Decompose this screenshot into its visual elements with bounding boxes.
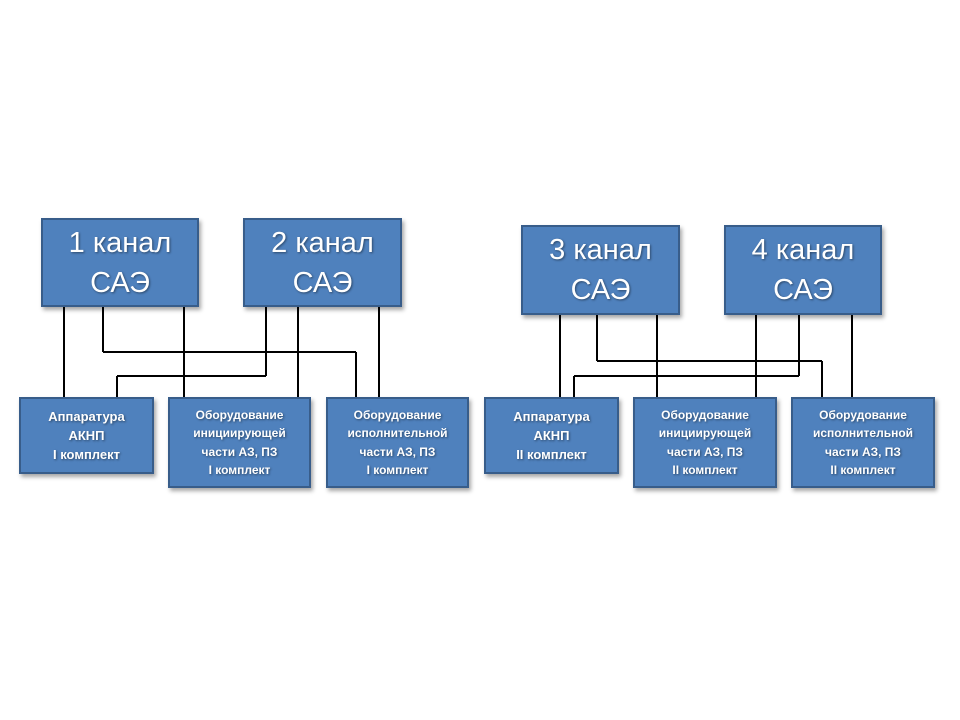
channel-3-box: 3 канал САЭ (521, 225, 680, 315)
initiating-set-2-line2: инициирующей (658, 426, 752, 440)
initiating-set-1-line1: Оборудование (195, 407, 284, 422)
executive-set-2-line4: II комплект (830, 463, 896, 477)
initiating-set-2-line4: II комплект (672, 463, 738, 477)
channel-4-box: 4 канал САЭ (724, 225, 882, 315)
channel-1-subtitle: САЭ (90, 266, 150, 299)
channel-3-title: 3 канал (549, 234, 652, 266)
aknp-set-2-line3: II комплект (516, 447, 587, 462)
channel-1-title: 1 канал (68, 226, 172, 259)
channel-4-title: 4 канал (751, 234, 855, 266)
aknp-set-2-box: Аппаратура АКНП II комплект (484, 397, 619, 474)
executive-set-1-line2: исполнительной (347, 426, 448, 440)
channel-2-box: 2 канал САЭ (243, 218, 402, 307)
initiating-set-2-line1: Оборудование (661, 407, 749, 422)
channel-2-title: 2 канал (271, 226, 374, 259)
executive-set-2-line2: исполнительной (812, 426, 914, 440)
aknp-set-1-line3: I комплект (53, 447, 120, 462)
executive-set-1-line1: Оборудование (353, 407, 442, 422)
channel-4-subtitle: САЭ (773, 274, 833, 306)
initiating-set-1-box: Оборудование инициирующей части АЗ, ПЗ I… (168, 397, 311, 488)
channel-1-box: 1 канал САЭ (41, 218, 199, 307)
aknp-set-1-box: Аппаратура АКНП I комплект (19, 397, 154, 474)
executive-set-1-line3: части АЗ, ПЗ (359, 444, 436, 459)
initiating-set-1-line4: I комплект (208, 463, 271, 477)
initiating-set-1-line3: части АЗ, ПЗ (201, 444, 278, 459)
channel-2-subtitle: САЭ (292, 266, 353, 299)
initiating-set-2-line3: части АЗ, ПЗ (667, 444, 743, 459)
initiating-set-1-line2: инициирующей (193, 426, 286, 440)
channel-3-subtitle: САЭ (570, 274, 631, 306)
initiating-set-2-box: Оборудование инициирующей части АЗ, ПЗ I… (633, 397, 777, 488)
executive-set-1-line4: I комплект (366, 463, 429, 477)
aknp-set-1-line2: АКНП (68, 428, 105, 443)
aknp-set-1-line1: Аппаратура (48, 409, 125, 424)
executive-set-2-line1: Оборудование (819, 407, 907, 422)
executive-set-2-box: Оборудование исполнительной части АЗ, ПЗ… (791, 397, 935, 488)
executive-set-2-line3: части АЗ, ПЗ (825, 444, 901, 459)
aknp-set-2-line2: АКНП (533, 428, 570, 443)
aknp-set-2-line1: Аппаратура (513, 409, 590, 424)
executive-set-1-box: Оборудование исполнительной части АЗ, ПЗ… (326, 397, 469, 488)
